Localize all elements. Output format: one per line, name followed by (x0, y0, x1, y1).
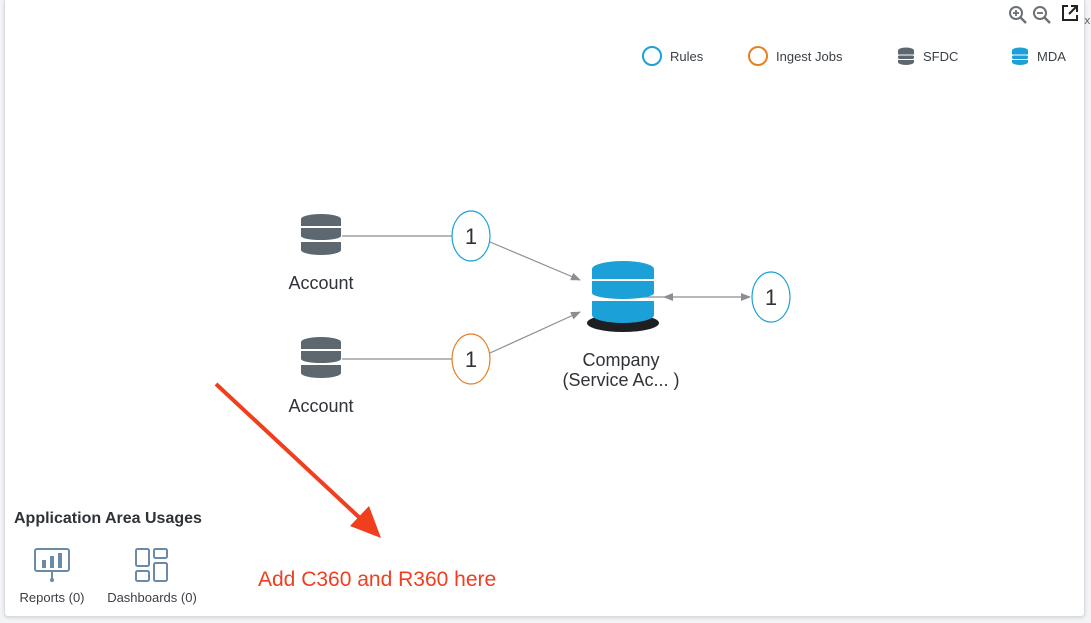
sfdc-node-label: Account (288, 396, 354, 416)
lineage-panel (4, 0, 1085, 617)
legend-label: SFDC (923, 48, 959, 64)
dashboards-label: Dashboards (0) (107, 590, 197, 605)
usages-title: Application Area Usages (14, 510, 202, 527)
popout-icon[interactable] (1061, 4, 1079, 22)
edge-rule-to-company (489, 241, 581, 281)
downstream-rule-count: 1 (765, 285, 777, 310)
ingest-job-node[interactable]: 1 (451, 333, 491, 385)
mda-node-label-line2: (Service Ac... ) (562, 370, 680, 390)
sfdc-node-account-bottom[interactable] (301, 337, 341, 378)
mda-node-label-line1: Company (582, 350, 660, 370)
legend-sfdc: SFDC (897, 46, 958, 66)
database-icon (301, 214, 341, 255)
database-icon (592, 261, 654, 323)
legend-rules: Rules (642, 46, 703, 66)
reports-usage[interactable]: Reports (0) (14, 546, 90, 605)
edge-ingest-to-company (489, 311, 581, 354)
ingest-node-count: 1 (465, 347, 477, 372)
ring-icon (748, 46, 768, 66)
legend-label: Ingest Jobs (776, 48, 843, 64)
database-icon (898, 47, 914, 65)
report-chart-icon (34, 548, 70, 582)
legend-mda: MDA (1011, 46, 1066, 66)
ring-icon (642, 46, 662, 66)
rule-node-count: 1 (465, 224, 477, 249)
zoom-in-icon[interactable] (1008, 5, 1028, 25)
database-icon (1012, 47, 1028, 65)
downstream-rule-node[interactable]: 1 (751, 271, 791, 323)
reports-label: Reports (0) (19, 590, 85, 605)
rule-node[interactable]: 1 (451, 210, 491, 262)
mda-node-company[interactable] (587, 261, 659, 332)
legend-label: Rules (670, 48, 704, 64)
legend-ingest-jobs: Ingest Jobs (748, 46, 843, 66)
database-icon (301, 337, 341, 378)
sfdc-node-account-top[interactable] (301, 214, 341, 255)
dashboard-grid-icon (135, 548, 168, 582)
close-icon[interactable]: x (1084, 14, 1091, 27)
sfdc-node-label: Account (288, 273, 354, 293)
annotation-text: Add C360 and R360 here (258, 568, 497, 591)
legend-label: MDA (1037, 48, 1066, 64)
annotation-arrow (214, 382, 381, 538)
zoom-out-icon[interactable] (1032, 5, 1052, 25)
dashboards-usage[interactable]: Dashboards (0) (104, 546, 200, 605)
